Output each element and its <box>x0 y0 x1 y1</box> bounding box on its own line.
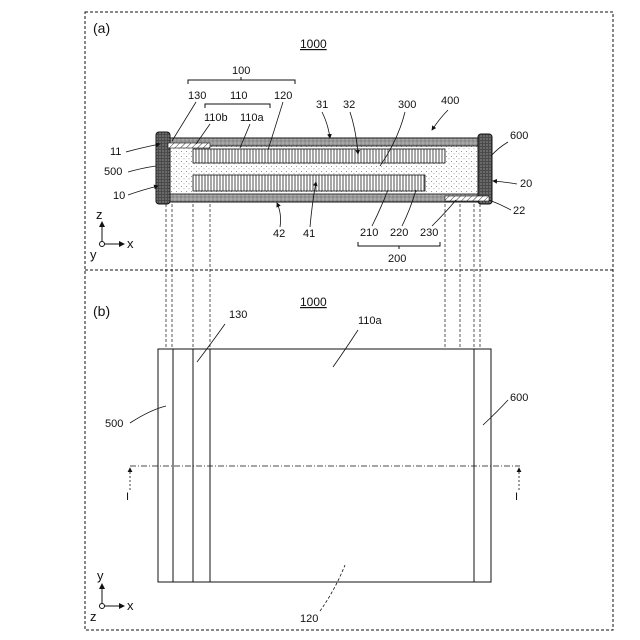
axis-a-up: z <box>96 207 103 222</box>
label-210: 210 <box>360 227 378 239</box>
label-600-b: 600 <box>510 392 528 404</box>
label-41: 41 <box>303 228 315 240</box>
label-130-b: 130 <box>229 309 247 321</box>
label-110a: 110a <box>240 112 265 124</box>
label-10: 10 <box>113 190 125 202</box>
tab-130 <box>168 143 210 148</box>
label-220: 220 <box>390 227 408 239</box>
label-31: 31 <box>316 99 328 111</box>
label-I-left: I <box>126 491 129 503</box>
end-electrode-600 <box>478 134 492 204</box>
panel-a: (a) 1000 100 110 130 120 110b 110a 31 <box>90 20 532 265</box>
bracket-110 <box>205 104 270 108</box>
panel-a-title: 1000 <box>300 37 327 51</box>
label-400: 400 <box>441 95 459 107</box>
device-top-view <box>158 349 491 582</box>
panel-b-title: 1000 <box>300 295 327 309</box>
label-I-right: I <box>515 491 518 503</box>
label-600-a: 600 <box>510 130 528 142</box>
label-110: 110 <box>230 90 248 102</box>
label-100: 100 <box>232 65 250 77</box>
bracket-100 <box>188 80 295 84</box>
panel-b-label: (b) <box>93 303 110 319</box>
label-300: 300 <box>398 99 416 111</box>
label-11: 11 <box>110 146 121 158</box>
axis-a-origin: y <box>90 247 97 262</box>
panel-a-label: (a) <box>93 20 110 36</box>
panel-b: (b) 1000 I I 130 110a 500 600 120 y x z <box>90 295 528 625</box>
label-22: 22 <box>513 205 525 217</box>
label-500-a: 500 <box>104 166 122 178</box>
tab-22 <box>445 196 489 201</box>
label-500-b: 500 <box>105 418 123 430</box>
label-200: 200 <box>388 253 406 265</box>
label-230: 230 <box>420 227 438 239</box>
label-120-a: 120 <box>274 90 292 102</box>
label-20: 20 <box>520 178 532 190</box>
axes-a: z x y <box>90 207 134 262</box>
label-120-b: 120 <box>300 613 318 625</box>
axis-a-right: x <box>127 236 134 251</box>
axis-b-up: y <box>97 568 104 583</box>
label-42: 42 <box>273 228 285 240</box>
axes-b: y x z <box>90 568 134 624</box>
bracket-200 <box>358 242 440 246</box>
lower-active-layer-220 <box>193 175 425 191</box>
label-110a-b: 110a <box>358 315 383 327</box>
axis-b-origin: z <box>90 609 97 624</box>
label-110b: 110b <box>204 112 228 124</box>
label-32: 32 <box>343 99 355 111</box>
label-130-a: 130 <box>188 90 206 102</box>
axis-b-right: x <box>127 598 134 613</box>
upper-active-layer-120 <box>193 149 445 163</box>
